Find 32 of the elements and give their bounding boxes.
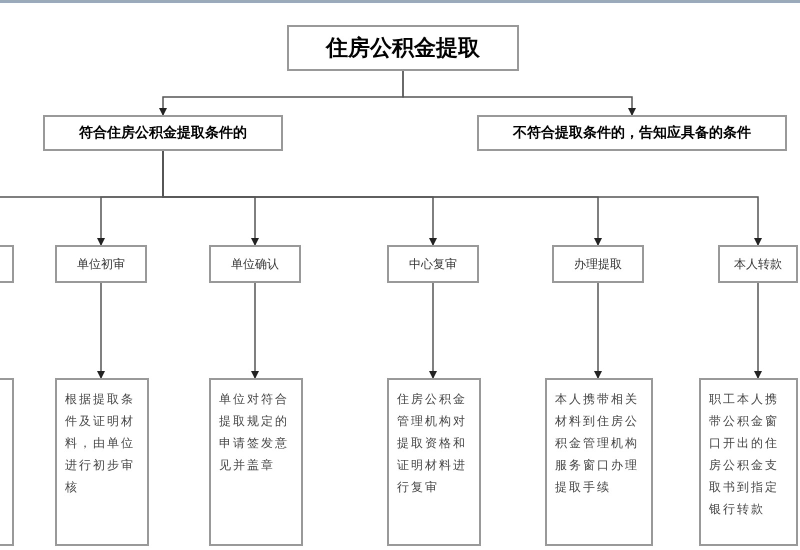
condition-box — [477, 115, 787, 151]
node-text: 办理提取 — [574, 256, 622, 273]
description-box — [545, 378, 653, 546]
node-text: 本人携带相关材料到住房公积金管理机构服务窗口办理提取手续 — [555, 391, 640, 496]
node-text: 根据提取条件及证明材料，由单位进行初步审核 — [65, 391, 136, 496]
node-text: 职工本人携带公积金窗口开出的住房公积金支取书到指定银行转款 — [709, 391, 780, 518]
node-text: 不符合提取条件的，告知应具备的条件 — [513, 124, 751, 142]
node-text: 本人转款 — [734, 256, 782, 273]
step-box — [552, 245, 644, 283]
description-box — [387, 378, 481, 546]
node-text: 住房公积金管理机构对提取资格和证明材料进行复审 — [397, 391, 468, 496]
description-box — [209, 378, 303, 546]
title-box — [287, 25, 519, 71]
connector-arrow — [754, 283, 762, 379]
node-text: 住房公积金提取 — [326, 34, 480, 62]
node-text: 单位对符合提取规定的申请签发意见并盖章 — [219, 391, 290, 474]
description-box — [55, 378, 149, 546]
connector-arrow — [97, 283, 105, 379]
step-box — [718, 245, 798, 283]
node-text: 符合住房公积金提取条件的 — [79, 124, 247, 142]
connector-arrow — [402, 71, 636, 116]
description-box — [699, 378, 798, 546]
connector-arrow — [594, 283, 602, 379]
condition-box — [43, 115, 283, 151]
connector-arrow — [251, 283, 259, 379]
node-text: 单位初审 — [77, 256, 125, 273]
connector-arrow — [429, 283, 437, 379]
step-box — [55, 245, 147, 283]
node-text: 中心复审 — [409, 256, 457, 273]
step-box — [209, 245, 301, 283]
node-text: 单位确认 — [231, 256, 279, 273]
step-box — [387, 245, 479, 283]
